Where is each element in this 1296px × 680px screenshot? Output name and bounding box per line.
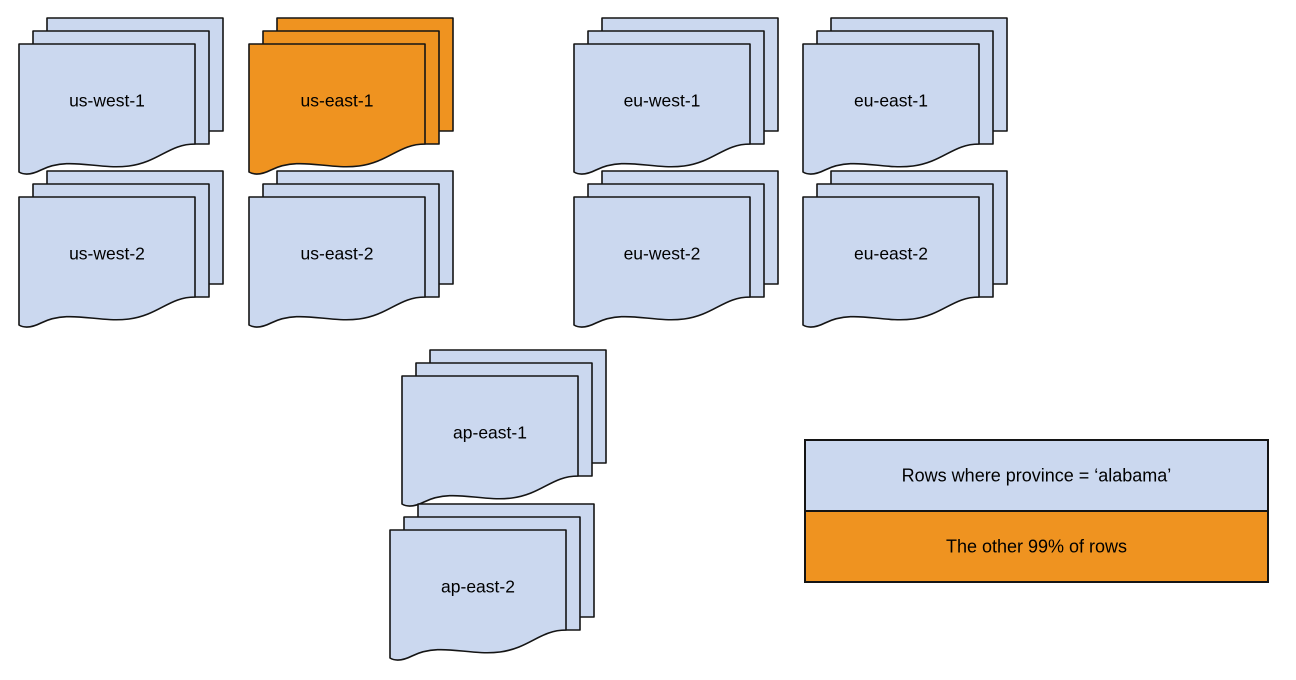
region-stack-us-east-2[interactable]: us-east-2 <box>248 170 454 328</box>
legend: Rows where province = ‘alabama’ The other… <box>804 439 1269 583</box>
region-stack-label: eu-west-2 <box>624 244 701 264</box>
region-stack-label: ap-east-1 <box>453 423 527 443</box>
region-stack-label: ap-east-2 <box>441 577 515 597</box>
legend-swatch-legend-orange <box>804 510 1269 583</box>
region-stack-label: eu-west-1 <box>624 91 701 111</box>
region-stack-eu-east-2[interactable]: eu-east-2 <box>802 170 1008 328</box>
region-stack-ap-east-2[interactable]: ap-east-2 <box>389 503 595 661</box>
region-stack-eu-west-1[interactable]: eu-west-1 <box>573 17 779 175</box>
region-stack-us-west-1[interactable]: us-west-1 <box>18 17 224 175</box>
region-stack-eu-east-1[interactable]: eu-east-1 <box>802 17 1008 175</box>
legend-label-legend-orange: The other 99% of rows <box>946 536 1127 556</box>
region-stack-label: eu-east-1 <box>854 91 928 111</box>
legend-swatch-legend-blue <box>804 439 1269 512</box>
region-stack-ap-east-1[interactable]: ap-east-1 <box>401 349 607 507</box>
region-stacks-group: us-west-1 us-east-1 eu-west-1 eu-east-1 us-w… <box>18 17 1008 661</box>
region-stack-label: eu-east-2 <box>854 244 928 264</box>
region-stack-us-west-2[interactable]: us-west-2 <box>18 170 224 328</box>
region-stack-eu-west-2[interactable]: eu-west-2 <box>573 170 779 328</box>
region-stack-label: us-east-1 <box>301 91 374 111</box>
legend-label-legend-blue: Rows where province = ‘alabama’ <box>902 465 1172 485</box>
region-stack-label: us-west-1 <box>69 91 145 111</box>
region-stack-us-east-1[interactable]: us-east-1 <box>248 17 454 175</box>
region-stack-label: us-east-2 <box>301 244 374 264</box>
region-stack-label: us-west-2 <box>69 244 145 264</box>
